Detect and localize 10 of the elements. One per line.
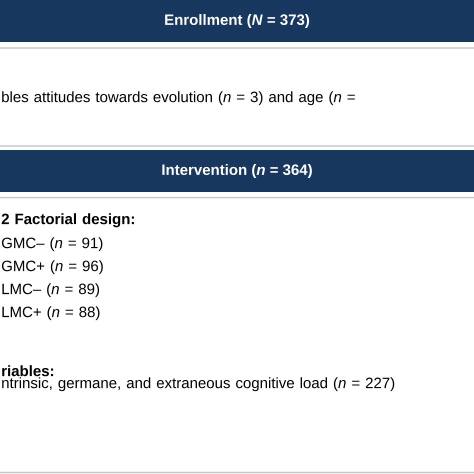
list-item: ntrinsic, germane, and extraneous cognitive load (n = 227) (2, 377, 394, 392)
list-item: GMC+ (n = 96) (2, 260, 103, 274)
list-item: LMC+ (n = 88) (2, 306, 100, 320)
header-band: Enrollment (N = 373) (0, 0, 474, 42)
list-item: LMC– (n = 89) (2, 283, 100, 298)
list-heading: riables: (2, 365, 54, 376)
header-band: Intervention (n = 364) (0, 150, 474, 192)
list-item: GMC– (n = 91) (2, 237, 102, 252)
body-text: bles attitudes towards evolution (n = 3) and age (n = (2, 91, 355, 106)
list-heading: 2 Factorial design: (2, 213, 134, 228)
